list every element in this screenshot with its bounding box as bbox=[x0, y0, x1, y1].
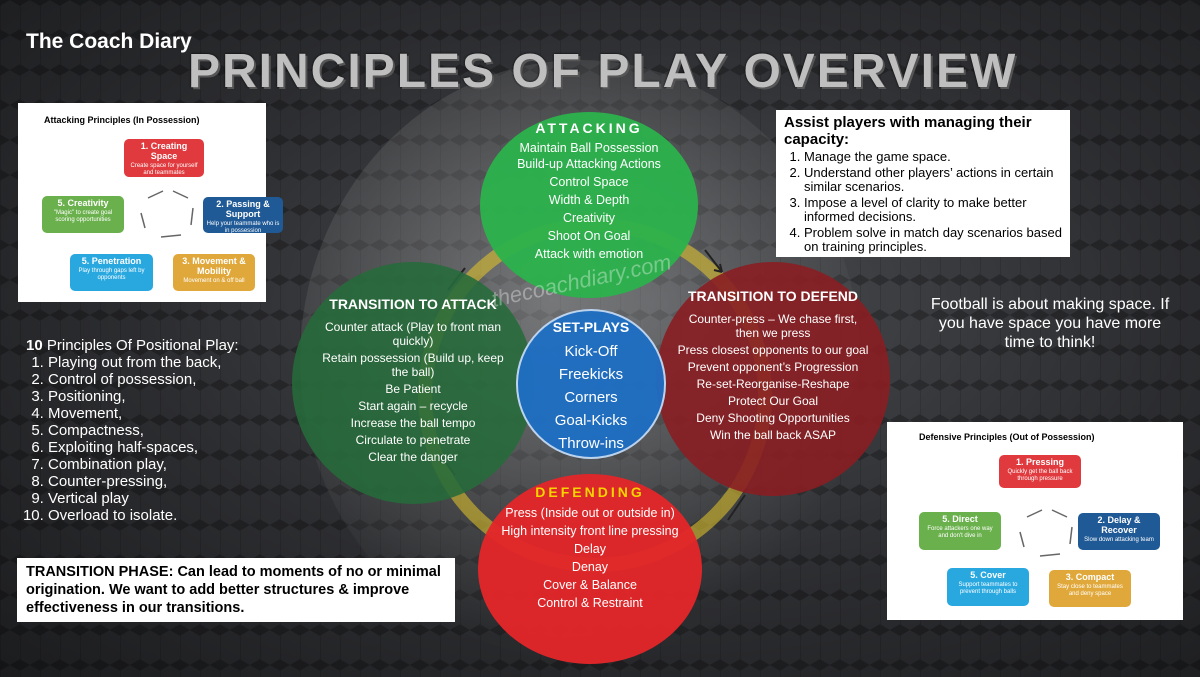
circle-item: Re-set-Reorganise-Reshape bbox=[696, 377, 850, 391]
circle-item: Press (Inside out or outside in) bbox=[505, 506, 675, 520]
circle-item: Denay bbox=[571, 560, 609, 574]
list-item: Playing out from the back, bbox=[48, 354, 239, 371]
circle-item: Protect Our Goal bbox=[727, 394, 819, 408]
circle-title: TRANSITION TO ATTACK bbox=[329, 296, 497, 312]
circle-item: Width & Depth bbox=[548, 193, 630, 207]
circle-item: Counter-press – We chase first, then we … bbox=[688, 312, 858, 340]
circle-title: SET-PLAYS bbox=[552, 319, 630, 335]
principle-compact: 3. Compact Stay close to teammates and d… bbox=[1049, 570, 1131, 607]
circle-item: Attack with emotion bbox=[534, 247, 644, 261]
circle-item: Win the ball back ASAP bbox=[709, 428, 837, 442]
positional-heading: Principles Of Positional Play: bbox=[42, 337, 239, 354]
list-item: Overload to isolate. bbox=[48, 507, 239, 524]
principles-count: 10 bbox=[26, 337, 43, 354]
list-item: Exploiting half-spaces, bbox=[48, 439, 239, 456]
circle-item: Prevent opponent’s Progression bbox=[687, 360, 859, 374]
attacking-circle: ATTACKING Maintain Ball Possession Build… bbox=[480, 112, 698, 298]
list-item: Manage the game space. bbox=[804, 149, 1062, 165]
card-title: Defensive Principles (Out of Possession) bbox=[919, 432, 1095, 442]
defensive-principles-card: Defensive Principles (Out of Possession)… bbox=[887, 422, 1183, 620]
list-item: Control of possession, bbox=[48, 371, 239, 388]
circle-item: Start again – recycle bbox=[358, 399, 468, 413]
principle-creating-space: 1. Creating Space Create space for yours… bbox=[124, 139, 204, 177]
circle-item: Counter attack (Play to front man quickl… bbox=[324, 320, 502, 348]
list-item: Movement, bbox=[48, 405, 239, 422]
cycle-arrows-icon bbox=[1019, 509, 1073, 557]
list-item: Understand other players’ actions in cer… bbox=[804, 165, 1062, 195]
circle-item: Corners bbox=[564, 389, 618, 406]
circle-title: DEFENDING bbox=[535, 484, 645, 500]
circle-item: Shoot On Goal bbox=[547, 229, 631, 243]
defending-circle: DEFENDING Press (Inside out or outside i… bbox=[478, 474, 702, 664]
assist-heading: Assist players with managing their capac… bbox=[784, 114, 1032, 148]
attacking-principles-card: Attacking Principles (In Possession) 1. … bbox=[18, 103, 283, 302]
transition-to-attack-circle: TRANSITION TO ATTACK Counter attack (Pla… bbox=[292, 262, 534, 504]
circle-item: Cover & Balance bbox=[543, 578, 637, 592]
circle-item: Throw-ins bbox=[558, 435, 624, 452]
circle-item: Be Patient bbox=[385, 382, 441, 396]
principle-passing-support: 2. Passing & Support Help your teammate … bbox=[203, 197, 283, 234]
assist-list: Manage the game space. Understand other … bbox=[784, 149, 1062, 255]
transition-phase-box: TRANSITION PHASE: Can lead to moments of… bbox=[17, 558, 455, 622]
circle-item: Kick-Off bbox=[564, 343, 618, 360]
assist-players-box: Assist players with managing their capac… bbox=[776, 110, 1070, 257]
circle-item: Retain possession (Build up, keep the ba… bbox=[322, 351, 504, 379]
circle-item: Maintain Ball Possession bbox=[519, 141, 659, 155]
card-title: Attacking Principles (In Possession) bbox=[44, 115, 200, 125]
principle-creativity: 5. Creativity "Magic" to create goal sco… bbox=[42, 196, 124, 233]
circle-item: Circulate to penetrate bbox=[355, 433, 471, 447]
circle-item: Freekicks bbox=[558, 366, 624, 383]
principle-cover: 5. Cover Support teammates to prevent th… bbox=[947, 568, 1029, 606]
list-item: Problem solve in match day scenarios bas… bbox=[804, 225, 1062, 255]
positional-play-list: 10 Principles Of Positional Play: Playin… bbox=[26, 337, 239, 524]
principle-penetration: 5. Penetration Play through gaps left by… bbox=[70, 254, 153, 291]
cycle-arrows-icon bbox=[140, 190, 194, 238]
space-quote: Football is about making space. If you h… bbox=[930, 296, 1170, 351]
circle-item: Goal-Kicks bbox=[554, 412, 628, 429]
list-item: Impose a level of clarity to make better… bbox=[804, 195, 1062, 225]
principle-delay-recover: 2. Delay & Recover Slow down attacking t… bbox=[1078, 513, 1160, 550]
circle-item: Build-up Attacking Actions bbox=[517, 157, 661, 171]
page-title: PRINCIPLES OF PLAY OVERVIEW bbox=[188, 45, 1018, 98]
circle-item: Increase the ball tempo bbox=[350, 416, 476, 430]
list-item: Counter-pressing, bbox=[48, 473, 239, 490]
circle-item: Deny Shooting Opportunities bbox=[696, 411, 850, 425]
brand-name: The Coach Diary bbox=[26, 30, 192, 53]
list-item: Positioning, bbox=[48, 388, 239, 405]
circle-title: TRANSITION TO DEFEND bbox=[687, 288, 859, 304]
circle-item: Press closest opponents to our goal bbox=[677, 343, 869, 357]
principle-movement-mobility: 3. Movement & Mobility Movement on & off… bbox=[173, 254, 255, 291]
transition-to-defend-circle: TRANSITION TO DEFEND Counter-press – We … bbox=[656, 262, 890, 496]
list-item: Compactness, bbox=[48, 422, 239, 439]
circle-item: Delay bbox=[574, 542, 606, 556]
list-item: Vertical play bbox=[48, 490, 239, 507]
circle-title: ATTACKING bbox=[535, 120, 643, 136]
circle-item: Control & Restraint bbox=[537, 596, 643, 610]
list-item: Combination play, bbox=[48, 456, 239, 473]
set-plays-circle: SET-PLAYS Kick-Off Freekicks Corners Goa… bbox=[516, 309, 666, 459]
principle-pressing: 1. Pressing Quickly get the ball back th… bbox=[999, 455, 1081, 488]
arrow-icon bbox=[713, 263, 723, 273]
principle-direct: 5. Direct Force attackers one way and do… bbox=[919, 512, 1001, 550]
circle-item: Clear the danger bbox=[368, 450, 458, 464]
circle-item: Creativity bbox=[562, 211, 616, 225]
circle-item: High intensity front line pressing bbox=[501, 524, 679, 538]
circle-item: Control Space bbox=[549, 175, 629, 189]
